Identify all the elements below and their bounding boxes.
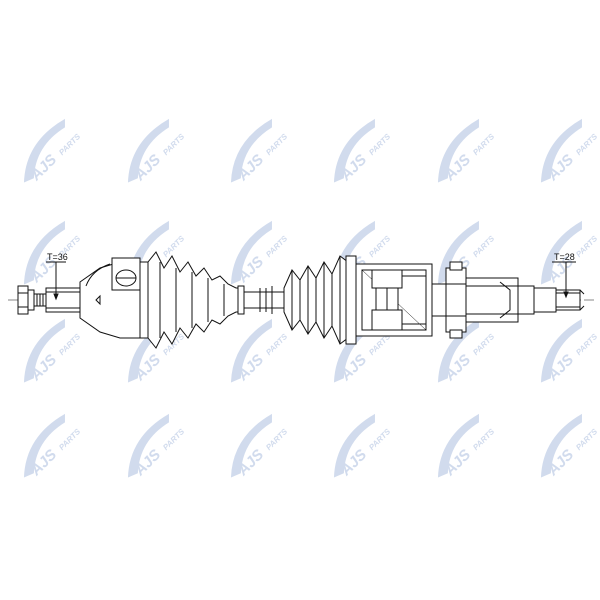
hex-nut — [17, 285, 35, 315]
left-spline-stub — [33, 287, 81, 313]
watermark-swoosh — [437, 413, 479, 478]
watermark-swoosh — [333, 413, 375, 478]
watermark-suffix: PARTS — [264, 332, 289, 357]
watermark-suffix: PARTS — [57, 132, 82, 157]
watermark-swoosh — [437, 118, 479, 183]
watermark-swoosh — [230, 118, 272, 183]
watermark-suffix: PARTS — [264, 427, 289, 452]
watermark-swoosh — [540, 118, 582, 183]
watermark-swoosh — [23, 318, 65, 383]
watermark-swoosh — [540, 413, 582, 478]
watermark-suffix: PARTS — [471, 332, 496, 357]
watermark-suffix: PARTS — [367, 234, 392, 259]
right-spline-label: T=28 — [554, 252, 575, 262]
inner-tripod-housing — [355, 263, 433, 337]
watermark-swoosh — [230, 220, 272, 285]
watermark-swoosh — [540, 318, 582, 383]
watermark-suffix: PARTS — [574, 427, 599, 452]
watermark-swoosh — [127, 413, 169, 478]
intermediate-shaft — [431, 261, 519, 339]
watermark-suffix: PARTS — [161, 234, 186, 259]
watermark-suffix: PARTS — [264, 234, 289, 259]
watermark-swoosh — [23, 118, 65, 183]
watermark-swoosh — [23, 220, 65, 285]
watermark-suffix: PARTS — [574, 234, 599, 259]
left-spline-callout — [46, 261, 66, 301]
watermark-suffix: PARTS — [264, 132, 289, 157]
watermark-swoosh — [230, 318, 272, 383]
watermark-swoosh — [127, 118, 169, 183]
main-shaft — [243, 286, 285, 314]
watermark-suffix: PARTS — [574, 132, 599, 157]
watermark-suffix: PARTS — [161, 427, 186, 452]
drive-shaft-drawing — [8, 251, 595, 349]
right-spline-callout — [552, 261, 576, 299]
right-spline-end — [517, 285, 585, 315]
watermark-swoosh — [230, 413, 272, 478]
watermark-suffix: PARTS — [161, 132, 186, 157]
left-spline-label: T=36 — [47, 252, 68, 262]
watermark-suffix: PARTS — [471, 132, 496, 157]
watermark-swoosh — [333, 118, 375, 183]
watermark-swoosh — [23, 413, 65, 478]
watermark-suffix: PARTS — [471, 234, 496, 259]
watermark-suffix: PARTS — [367, 132, 392, 157]
inner-boot — [283, 255, 357, 345]
watermark-swoosh — [540, 220, 582, 285]
watermark-suffix: PARTS — [57, 427, 82, 452]
outer-cv-joint — [79, 257, 141, 339]
outer-boot — [139, 251, 245, 349]
watermark-suffix: PARTS — [57, 332, 82, 357]
watermark-suffix: PARTS — [367, 427, 392, 452]
watermark-swoosh — [437, 318, 479, 383]
watermark-suffix: PARTS — [574, 332, 599, 357]
watermark-suffix: PARTS — [471, 427, 496, 452]
